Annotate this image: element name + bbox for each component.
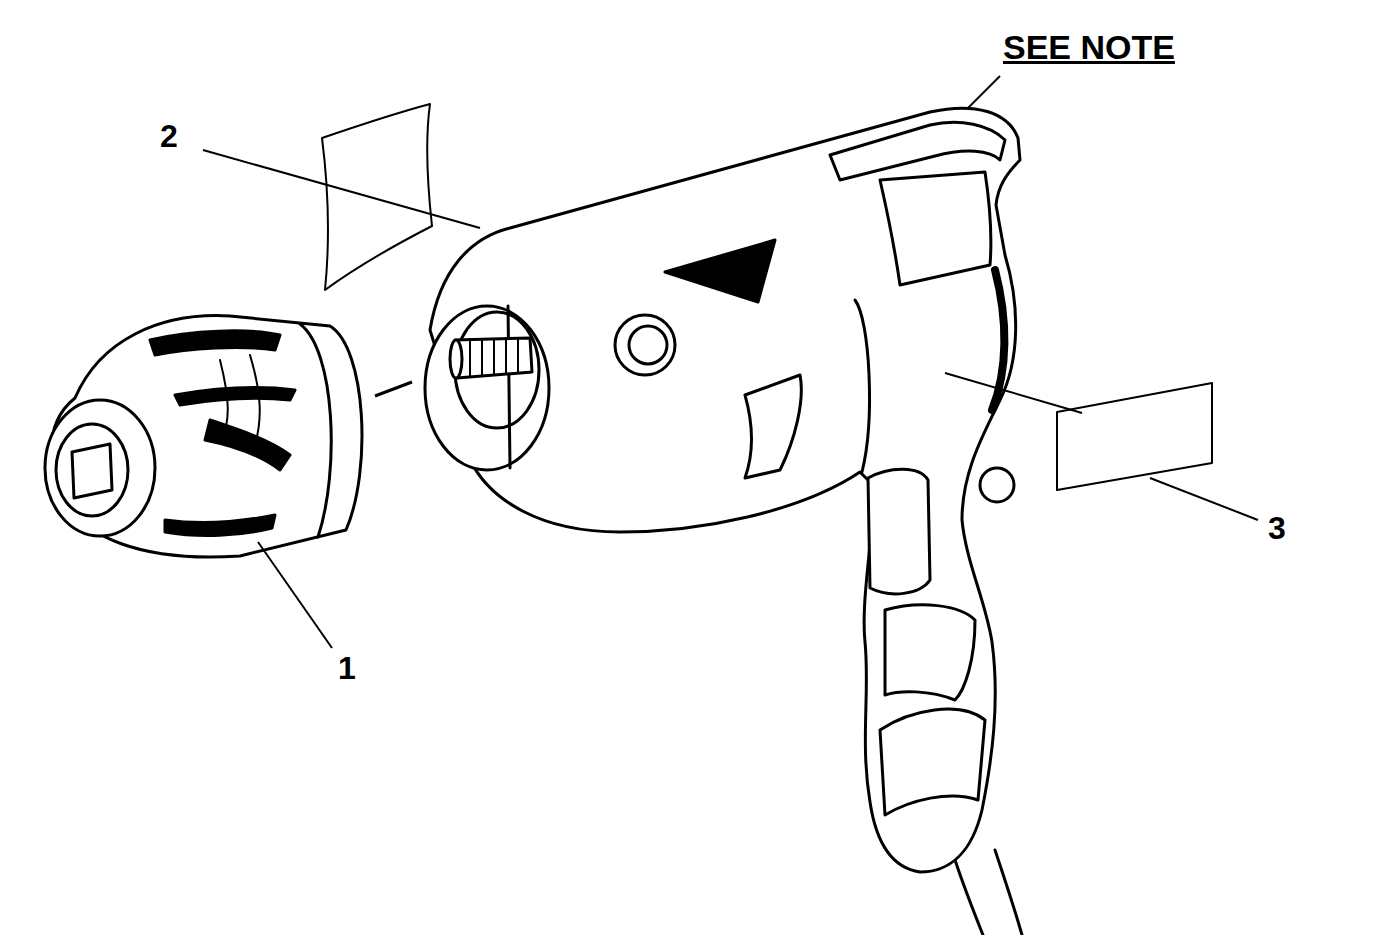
grip-panel: [880, 709, 985, 815]
housing-edge: [855, 300, 869, 472]
chuck-face: [45, 400, 155, 536]
chuck-slot: [165, 515, 275, 535]
drill-housing: [430, 108, 1020, 872]
vent: [745, 375, 801, 478]
spindle-thread: [470, 338, 518, 377]
leader-line: [1150, 478, 1258, 520]
leader-line: [968, 76, 1000, 108]
drill-nose: [455, 312, 539, 428]
chuck-jaws: [72, 444, 112, 498]
seam-line: [508, 306, 510, 468]
power-cord: [955, 850, 1022, 935]
callout-number: 2: [160, 120, 178, 152]
chuck-ring: [300, 324, 331, 537]
label-part: [322, 104, 432, 290]
note-label: SEE NOTE: [1003, 30, 1175, 64]
trigger: [868, 469, 930, 594]
spindle: [450, 340, 462, 378]
logo-mark: [665, 240, 775, 302]
leader-line: [203, 150, 480, 228]
chuck-slot: [150, 331, 280, 355]
leader-line: [945, 373, 1082, 413]
drill-nose: [425, 306, 549, 470]
chuck-slot: [220, 355, 260, 445]
lock-button: [980, 468, 1014, 502]
label-part: [1057, 383, 1212, 490]
callout-number: 1: [338, 652, 356, 684]
chuck-slot: [205, 420, 290, 470]
leader-line: [258, 542, 332, 648]
chuck-slot: [175, 388, 295, 405]
grip-panel: [885, 605, 975, 700]
handle-opening: [880, 172, 991, 285]
chuck-face: [56, 424, 128, 516]
side-button: [615, 315, 675, 375]
side-button: [629, 326, 667, 364]
callout-number: 3: [1268, 512, 1286, 544]
assembly-line: [375, 382, 412, 396]
spindle: [455, 338, 532, 378]
